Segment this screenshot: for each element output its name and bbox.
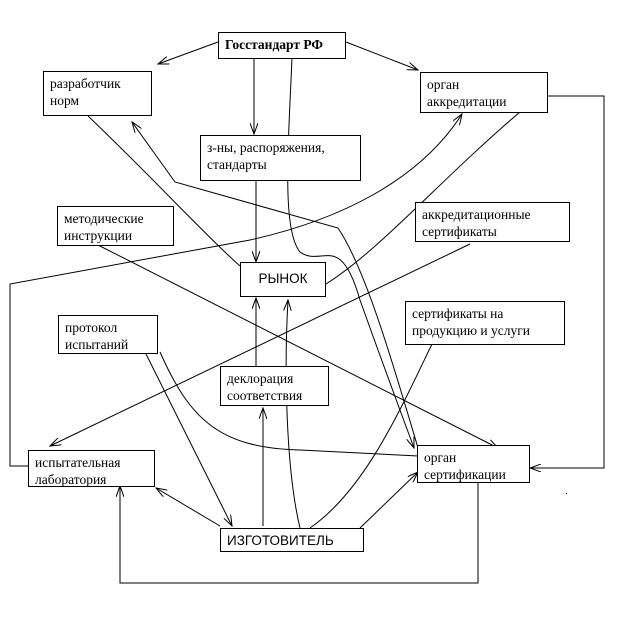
line-accreditation-to-market: [325, 111, 521, 285]
node-method-instructions: методические инструкции: [57, 206, 174, 246]
arrow-protocol-to-certbody: [159, 351, 419, 457]
node-cert-body: орган сертификации: [417, 445, 530, 483]
arrow-manufacturer-to-testlab: [156, 488, 221, 527]
node-accreditation-body: орган аккредитации: [420, 72, 548, 113]
arrow-certbody-to-developer: [132, 122, 419, 449]
arrow-manufacturer-to-market: [286, 300, 301, 529]
arrow-gosstandart-to-developer: [158, 41, 219, 64]
node-gosstandart: Госстандарт РФ: [218, 32, 346, 59]
arrow-accreditation-to-certbody: [530, 95, 605, 468]
arrow-gosstandart-to-accreditation: [345, 41, 418, 70]
line-product-certs-to-manufacturer: [309, 343, 433, 529]
node-declaration: деклорация соответствия: [220, 366, 329, 406]
arrow-testlab-to-accreditation: [9, 114, 462, 467]
node-test-protocol: протокол испытаний: [58, 315, 158, 354]
arrow-protocol-to-manufacturer: [144, 351, 232, 526]
node-product-certificates: сертификаты на продукцию и услуги: [405, 301, 565, 345]
arrow-certbody-to-testlab: [120, 482, 479, 584]
node-developer: разработчик норм: [43, 71, 152, 116]
stray-dot: [565, 492, 568, 495]
node-laws: з-ны, распоряжения, стандарты: [200, 135, 361, 181]
node-market: РЫНОК: [240, 262, 326, 297]
line-developer-to-market: [87, 115, 241, 267]
arrow-methods-to-certbody: [95, 243, 498, 448]
node-manufacturer: ИЗГОТОВИТЕЛЬ: [220, 528, 364, 552]
node-test-lab: испытательная лаборатория: [28, 450, 155, 487]
node-accreditation-certificates: аккредитационные сертификаты: [415, 202, 570, 242]
arrow-acc-certs-to-testlab: [50, 243, 471, 446]
arrow-manufacturer-to-certbody: [359, 472, 418, 529]
